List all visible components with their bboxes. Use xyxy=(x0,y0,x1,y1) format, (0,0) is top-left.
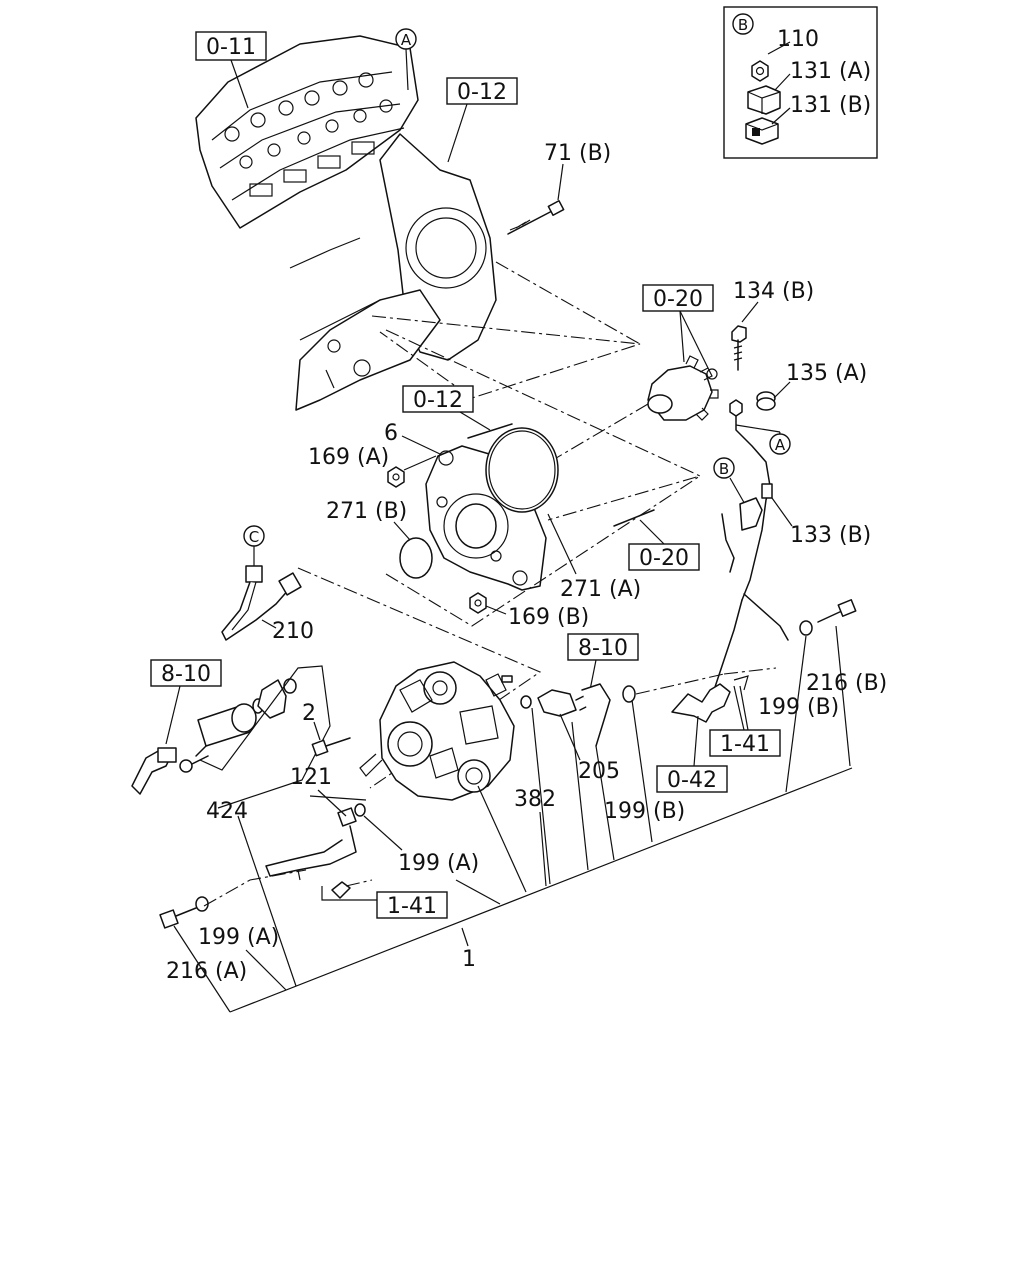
scv-valve xyxy=(195,703,257,757)
group-424 xyxy=(199,665,331,809)
assembly-leaders xyxy=(173,699,853,1013)
label-199b-right: 199 (B) xyxy=(758,695,839,720)
callout-b-inset: B xyxy=(738,16,748,34)
callout-b-bracket: B xyxy=(719,460,729,478)
oring-271b-icon xyxy=(399,537,433,579)
bolt-scv-icon xyxy=(179,755,209,773)
injection-pump xyxy=(359,661,515,801)
ref-cylinder-head: 0-11 xyxy=(206,35,256,60)
label-134b: 134 (B) xyxy=(733,279,814,304)
label-169a: 169 (A) xyxy=(308,445,389,470)
washer-199b-mid-icon xyxy=(622,685,636,703)
label-6: 6 xyxy=(384,421,398,446)
oring-271a-icon xyxy=(485,427,559,513)
bolt-2-icon xyxy=(311,737,351,757)
gasket-scv-icon xyxy=(257,679,287,719)
sensor-205 xyxy=(537,683,611,747)
pipe-210: C xyxy=(221,525,302,641)
washer-135a-icon xyxy=(756,391,776,411)
guide-line-flange xyxy=(385,475,701,627)
clip-131a-icon xyxy=(747,85,781,115)
front-plate: 0-12 xyxy=(289,77,518,411)
guide-line-plate xyxy=(495,261,641,345)
drive-gear: 0-20 xyxy=(642,284,719,421)
label-199a-mid: 199 (A) xyxy=(398,851,479,876)
label-199a-low: 199 (A) xyxy=(198,925,279,950)
ref-clip-right: 1-41 xyxy=(720,732,770,757)
clip-131b-icon xyxy=(745,117,779,145)
bolt-134b-icon xyxy=(731,325,747,371)
clip-left xyxy=(321,879,378,901)
stud-upper xyxy=(467,423,513,439)
callout-a-harness: A xyxy=(775,436,786,454)
ref-gear: 0-20 xyxy=(653,287,703,312)
callout-c-pipe: C xyxy=(249,528,259,546)
cylinder-head: 0-11 A xyxy=(195,28,419,229)
label-169b: 169 (B) xyxy=(508,605,589,630)
label-210: 210 xyxy=(272,619,314,644)
callout-a-top: A xyxy=(401,31,412,49)
label-271a: 271 (A) xyxy=(560,577,641,602)
sensor-right xyxy=(671,667,777,723)
label-2: 2 xyxy=(302,701,316,726)
ref-sensor-connector: 8-10 xyxy=(578,636,628,661)
label-382: 382 xyxy=(514,787,556,812)
pipe-121 xyxy=(265,803,366,881)
ref-scv-connector: 8-10 xyxy=(161,662,211,687)
bolt-71b-icon xyxy=(507,200,565,235)
bracket-b: B xyxy=(713,457,763,573)
label-110: 110 xyxy=(777,27,819,52)
label-131a: 131 (A) xyxy=(790,59,871,84)
nut-110-icon xyxy=(751,60,769,82)
inset-panel-b: B 110 131 (A) 131 (B) xyxy=(723,6,878,159)
label-199b-mid: 199 (B) xyxy=(604,799,685,824)
bolt-216a-icon xyxy=(159,907,197,929)
label-216a: 216 (A) xyxy=(166,959,247,984)
connector-scv xyxy=(131,747,177,795)
washer-199a-low-icon xyxy=(195,896,209,912)
nut-169a-icon xyxy=(387,466,405,488)
nut-169b-icon xyxy=(469,592,487,614)
oring-382-icon xyxy=(520,695,532,709)
label-71b: 71 (B) xyxy=(544,141,611,166)
washer-199b-right-icon xyxy=(799,620,813,636)
stud-lower xyxy=(613,509,655,527)
label-assembly-1: 1 xyxy=(462,947,476,972)
label-424: 424 xyxy=(206,799,248,824)
label-271b: 271 (B) xyxy=(326,499,407,524)
guide-line-block xyxy=(371,315,641,399)
label-131b: 131 (B) xyxy=(790,93,871,118)
guide-line-stud xyxy=(385,329,702,521)
label-216b: 216 (B) xyxy=(806,671,887,696)
ref-studs: 0-20 xyxy=(639,546,689,571)
ref-front-plate-top: 0-12 xyxy=(457,80,507,105)
guide-line-gear xyxy=(545,403,649,465)
ref-harness: 0-42 xyxy=(667,768,717,793)
label-135a: 135 (A) xyxy=(786,361,867,386)
label-121: 121 xyxy=(290,765,332,790)
bolt-216b-icon xyxy=(817,599,857,623)
ref-front-plate-mid: 0-12 xyxy=(413,388,463,413)
ref-clip-left: 1-41 xyxy=(387,894,437,919)
label-133b: 133 (B) xyxy=(790,523,871,548)
